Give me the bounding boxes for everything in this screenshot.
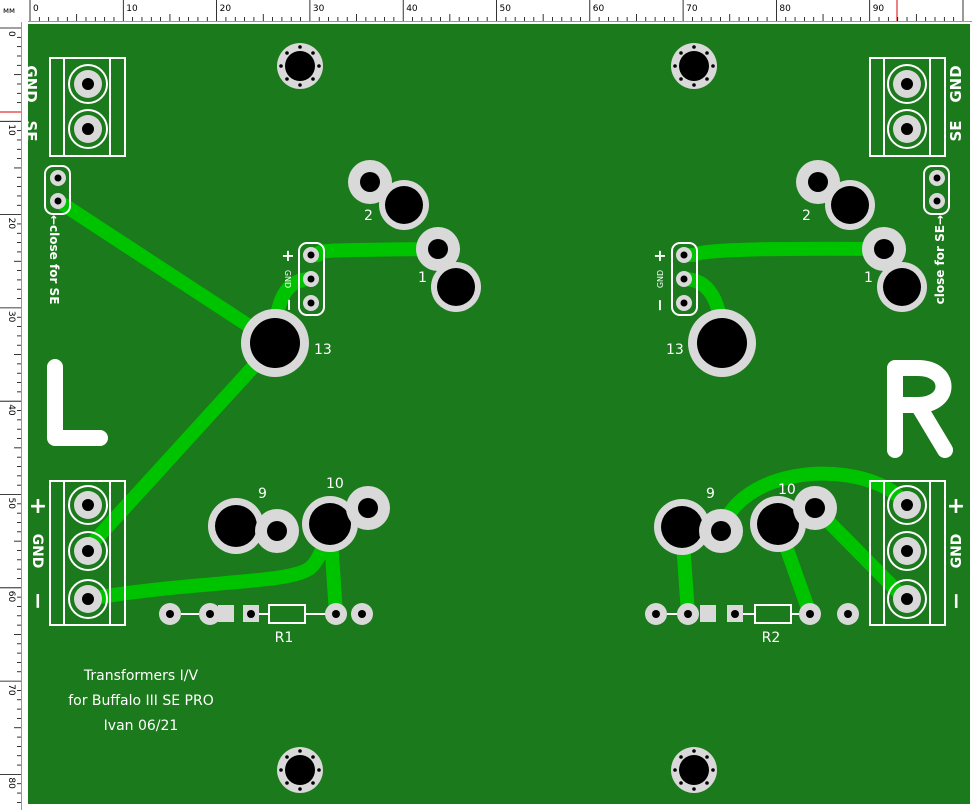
mounting-holes: [277, 43, 717, 793]
terminal-block-bottom-left: [49, 480, 126, 626]
jumper-right: [923, 165, 950, 215]
trace-jumper-to-pin13-left: [51, 194, 282, 350]
pin-label-right-9: 9: [706, 486, 715, 502]
trace-header-plus-to-pin1-right: [677, 241, 891, 262]
pin-label-left-10: 10: [326, 476, 344, 492]
channel-letter-right: [887, 360, 953, 458]
pin-label-right-2: 2: [802, 208, 811, 224]
jumper-left-note: ←close for SE: [47, 215, 61, 304]
board-title-line-2: for Buffalo III SE PRO: [68, 693, 214, 709]
label-top-right-se: SE: [947, 120, 965, 141]
jumper-left: [44, 165, 71, 215]
terminal-block-top-left: [49, 57, 126, 157]
ruler-left-label: 10: [6, 124, 16, 136]
ruler-left-label: 40: [6, 404, 16, 416]
ruler-top-marks: 0 10 20 30 40 50 60 70 80 90: [29, 0, 964, 22]
mounting-hole-top-right: [671, 43, 717, 89]
ruler-top-label: 50: [500, 4, 512, 14]
terminal-block-bottom-right: [869, 480, 946, 626]
transformer-pads-left: [208, 160, 481, 554]
ruler-left-label: 70: [6, 684, 16, 696]
label-bottom-right-gnd: GND: [949, 534, 965, 569]
mounting-hole-bottom-right: [671, 747, 717, 793]
label-top-left-se: SE: [22, 120, 40, 141]
ruler-left-label: 50: [6, 498, 16, 510]
pin-label-left-13: 13: [314, 342, 332, 358]
label-bottom-left-gnd: GND: [29, 534, 45, 569]
resistor-label-left: R1: [275, 630, 294, 646]
label-top-left-gnd: GND: [22, 65, 40, 102]
header-right-gnd: GND: [656, 270, 665, 288]
ruler-top-label: 90: [873, 4, 885, 14]
label-top-right-gnd: GND: [947, 65, 965, 102]
header-left-plus: +: [281, 246, 294, 265]
ruler-top-label: 70: [686, 4, 698, 14]
label-bottom-left-minus: −: [25, 592, 50, 610]
terminal-pads-bottom-right: [887, 485, 927, 619]
ruler-left-marks: 0 10 20 30 40 50 60 70 80: [0, 27, 22, 803]
ruler-left-label: 20: [6, 218, 16, 230]
header-left-minus: −: [280, 298, 299, 311]
power-header-left: [298, 242, 325, 316]
resistor-label-right: R2: [762, 630, 781, 646]
header-left-gnd: GND: [283, 270, 292, 288]
ruler-top-label: 80: [779, 4, 791, 14]
ruler-top: 0 10 20 30 40 50 60 70 80 90: [0, 0, 972, 22]
header-right-plus: +: [653, 246, 666, 265]
transformer-pads-right: [654, 160, 927, 555]
header-right-minus: −: [650, 298, 669, 311]
resistor-row-left: [159, 603, 373, 625]
ruler-left-label: 0: [6, 31, 16, 37]
silkscreen-labels: GND SE GND SE + GND − + GND − ←close for…: [22, 65, 969, 734]
label-bottom-right-plus: +: [947, 494, 965, 519]
mounting-hole-top-left: [277, 43, 323, 89]
ruler-top-label: 0: [33, 4, 39, 14]
board-title-line-3: Ivan 06/21: [104, 718, 179, 734]
ruler-top-label: 40: [406, 4, 418, 14]
pin-label-right-1: 1: [864, 270, 873, 286]
ruler-left-label: 80: [6, 777, 16, 789]
trace-pin13-to-terminal-gnd-left: [81, 336, 282, 555]
ruler-left: 0 10 20 30 40 50 60 70 80: [0, 0, 22, 810]
ruler-left-label: 30: [6, 311, 16, 323]
ruler-unit-label: мм: [0, 0, 28, 22]
ruler-top-label: 60: [593, 4, 605, 14]
ruler-left-label: 60: [6, 591, 16, 603]
ruler-top-label: 10: [126, 4, 138, 14]
terminal-pads-bottom-left: [68, 485, 108, 619]
board-title-line-1: Transformers I/V: [83, 668, 199, 684]
label-bottom-left-plus: +: [29, 494, 47, 519]
label-bottom-right-minus: −: [944, 592, 969, 610]
pcb-substrate: [28, 24, 970, 804]
ruler-top-label: 20: [220, 4, 232, 14]
resistor-row-right: [645, 603, 859, 625]
pin-label-left-1: 1: [418, 270, 427, 286]
terminal-pads-top-right: [887, 64, 927, 149]
pin-label-right-13: 13: [666, 342, 684, 358]
channel-letter-left: [47, 359, 108, 446]
pin-label-left-9: 9: [258, 486, 267, 502]
ruler-top-label: 30: [313, 4, 325, 14]
terminal-block-top-right: [869, 57, 946, 157]
terminal-pads-top-left: [68, 64, 108, 149]
pin-label-left-2: 2: [364, 208, 373, 224]
jumper-right-note: close for SE→: [933, 215, 947, 304]
pin-label-right-10: 10: [778, 482, 796, 498]
power-header-right: [671, 242, 698, 316]
mounting-hole-bottom-left: [277, 747, 323, 793]
